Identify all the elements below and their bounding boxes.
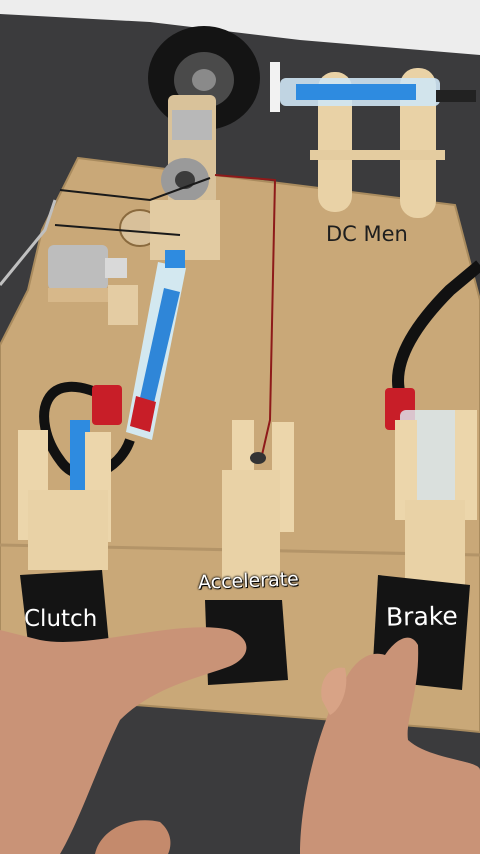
brake-label: Brake <box>385 601 458 632</box>
wire-left <box>0 199 57 286</box>
clutch-assembly <box>18 385 122 660</box>
dc-motor-label: DC Men <box>326 222 408 246</box>
left-thumb <box>95 820 171 854</box>
dc-motor-small <box>48 245 138 325</box>
main-syringe <box>126 250 186 440</box>
gear-shaft-assembly <box>119 95 220 260</box>
wire-red <box>214 174 277 456</box>
top-syringe-rig <box>270 62 476 218</box>
tube-right <box>392 260 480 397</box>
wire-loop <box>54 224 181 236</box>
clutch-label: Clutch <box>24 606 98 632</box>
right-finger <box>321 667 347 715</box>
right-hand <box>300 637 480 854</box>
accelerate-label: Accelerate <box>197 568 300 594</box>
wire-black <box>59 177 211 202</box>
white-wall <box>0 0 480 55</box>
left-hand <box>0 627 247 854</box>
